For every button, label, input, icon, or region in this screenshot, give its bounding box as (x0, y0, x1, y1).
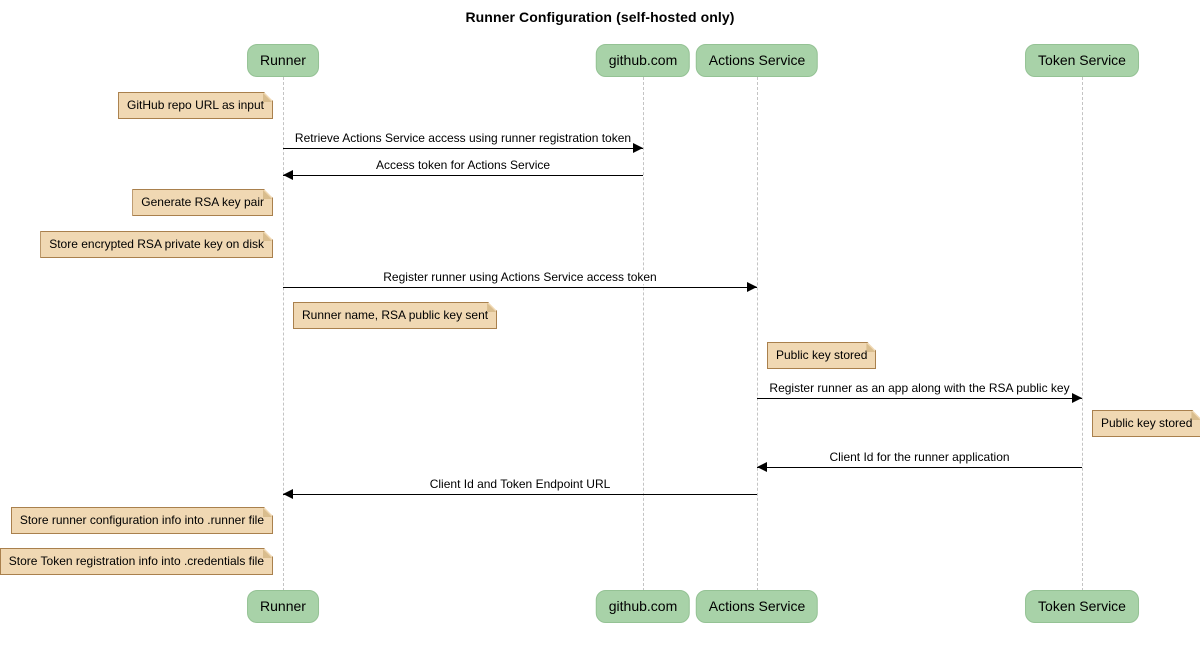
note-store-runner-configuration-info-into-runner-file: Store runner configuration info into .ru… (11, 507, 273, 534)
participant-bottom-github-com: github.com (595, 590, 691, 623)
note-text: Generate RSA key pair (141, 195, 264, 209)
note-generate-rsa-key-pair: Generate RSA key pair (132, 189, 273, 216)
message-actions-service-to-token-service-line (757, 398, 1082, 399)
lifeline-runner (283, 77, 284, 591)
arrowhead-left-icon (757, 462, 767, 472)
participant-top-github-com: github.com (595, 44, 691, 77)
note-fold-corner-icon (263, 232, 272, 241)
message-github-com-to-runner-line (283, 175, 643, 176)
note-fold-corner-icon (487, 303, 496, 312)
message-runner-to-github-com-label: Retrieve Actions Service access using ru… (292, 131, 634, 145)
note-runner-name-rsa-public-key-sent: Runner name, RSA public key sent (293, 302, 497, 329)
note-fold-corner-icon (866, 343, 875, 352)
participant-top-token-service: Token Service (1025, 44, 1139, 77)
message-runner-to-actions-service-line (283, 287, 757, 288)
note-public-key-stored: Public key stored (767, 342, 876, 369)
note-store-token-registration-info-into-credentials-file: Store Token registration info into .cred… (0, 548, 273, 575)
participant-bottom-token-service: Token Service (1025, 590, 1139, 623)
participant-top-runner: Runner (247, 44, 319, 77)
note-text: Public key stored (776, 348, 868, 362)
note-text: Public key stored (1101, 416, 1193, 430)
note-text: Store encrypted RSA private key on disk (49, 237, 264, 251)
note-fold-corner-icon (263, 190, 272, 199)
diagram-title: Runner Configuration (self-hosted only) (465, 9, 735, 25)
arrowhead-left-icon (283, 170, 293, 180)
message-github-com-to-runner-label: Access token for Actions Service (373, 158, 553, 172)
note-text: Store runner configuration info into .ru… (19, 513, 264, 527)
note-text: GitHub repo URL as input (127, 98, 264, 112)
participant-bottom-runner: Runner (247, 590, 319, 623)
arrowhead-right-icon (633, 143, 643, 153)
arrowhead-right-icon (1072, 393, 1082, 403)
lifeline-github-com (643, 77, 644, 591)
note-public-key-stored: Public key stored (1092, 410, 1200, 437)
message-actions-service-to-runner-line (283, 494, 757, 495)
note-fold-corner-icon (263, 508, 272, 517)
message-actions-service-to-token-service-label: Register runner as an app along with the… (767, 381, 1072, 395)
note-fold-corner-icon (263, 93, 272, 102)
message-runner-to-actions-service-label: Register runner using Actions Service ac… (381, 270, 659, 284)
note-github-repo-url-as-input: GitHub repo URL as input (118, 92, 273, 119)
note-text: Runner name, RSA public key sent (302, 308, 489, 322)
message-runner-to-github-com-line (283, 148, 643, 149)
note-store-encrypted-rsa-private-key-on-disk: Store encrypted RSA private key on disk (40, 231, 273, 258)
arrowhead-right-icon (747, 282, 757, 292)
arrowhead-left-icon (283, 489, 293, 499)
participant-top-actions-service: Actions Service (695, 44, 819, 77)
participant-bottom-actions-service: Actions Service (695, 590, 819, 623)
lifeline-actions-service (757, 77, 758, 591)
message-token-service-to-actions-service-label: Client Id for the runner application (827, 450, 1012, 464)
message-actions-service-to-runner-label: Client Id and Token Endpoint URL (427, 477, 613, 491)
note-text: Store Token registration info into .cred… (8, 554, 264, 568)
note-fold-corner-icon (263, 549, 272, 558)
message-token-service-to-actions-service-line (757, 467, 1082, 468)
lifeline-token-service (1082, 77, 1083, 591)
note-fold-corner-icon (1191, 411, 1200, 420)
